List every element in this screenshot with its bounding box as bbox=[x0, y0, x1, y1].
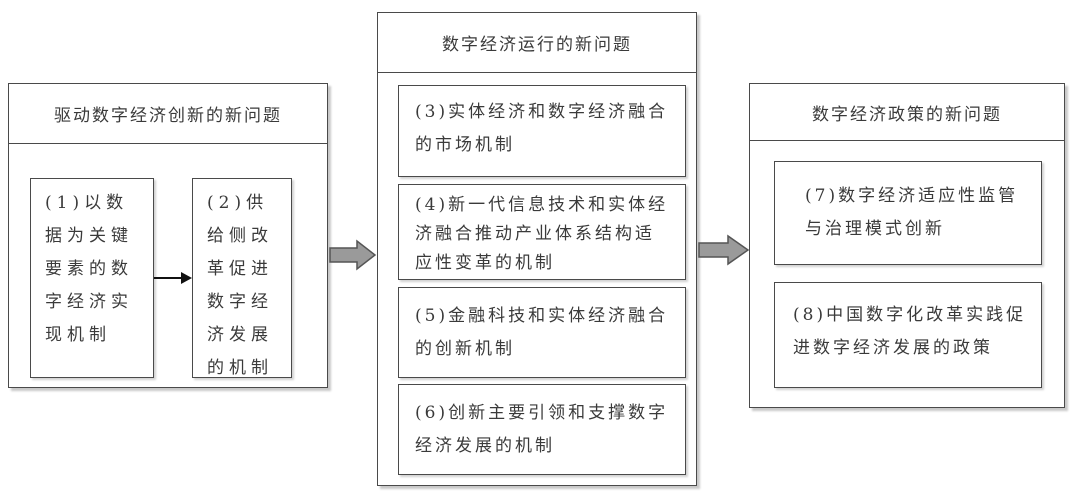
right-item-7: (7)数字经济适应性监管与治理模式创新 bbox=[774, 161, 1042, 265]
right-item-8: (8)中国数字化改革实践促进数字经济发展的政策 bbox=[774, 282, 1042, 388]
middle-item-5: (5)金融科技和实体经济融合的创新机制 bbox=[398, 287, 686, 378]
arrow-right-icon bbox=[698, 234, 750, 266]
left-item-1: (1)以数据为关键要素的数字经济实现机制 bbox=[30, 178, 154, 378]
middle-item-3: (3)实体经济和数字经济融合的市场机制 bbox=[398, 85, 686, 177]
middle-item-6: (6)创新主要引领和支撑数字经济发展的机制 bbox=[398, 384, 686, 475]
arrow-right-icon bbox=[329, 239, 377, 271]
middle-group-title: 数字经济运行的新问题 bbox=[378, 13, 696, 73]
small-arrow-icon bbox=[154, 272, 192, 284]
left-item-2: (2)供给侧改革促进数字经济发展的机制 bbox=[192, 178, 292, 378]
left-group-title: 驱动数字经济创新的新问题 bbox=[9, 84, 327, 144]
right-group-title: 数字经济政策的新问题 bbox=[750, 84, 1064, 141]
middle-item-4: (4)新一代信息技术和实体经济融合推动产业体系结构适应性变革的机制 bbox=[398, 184, 686, 280]
